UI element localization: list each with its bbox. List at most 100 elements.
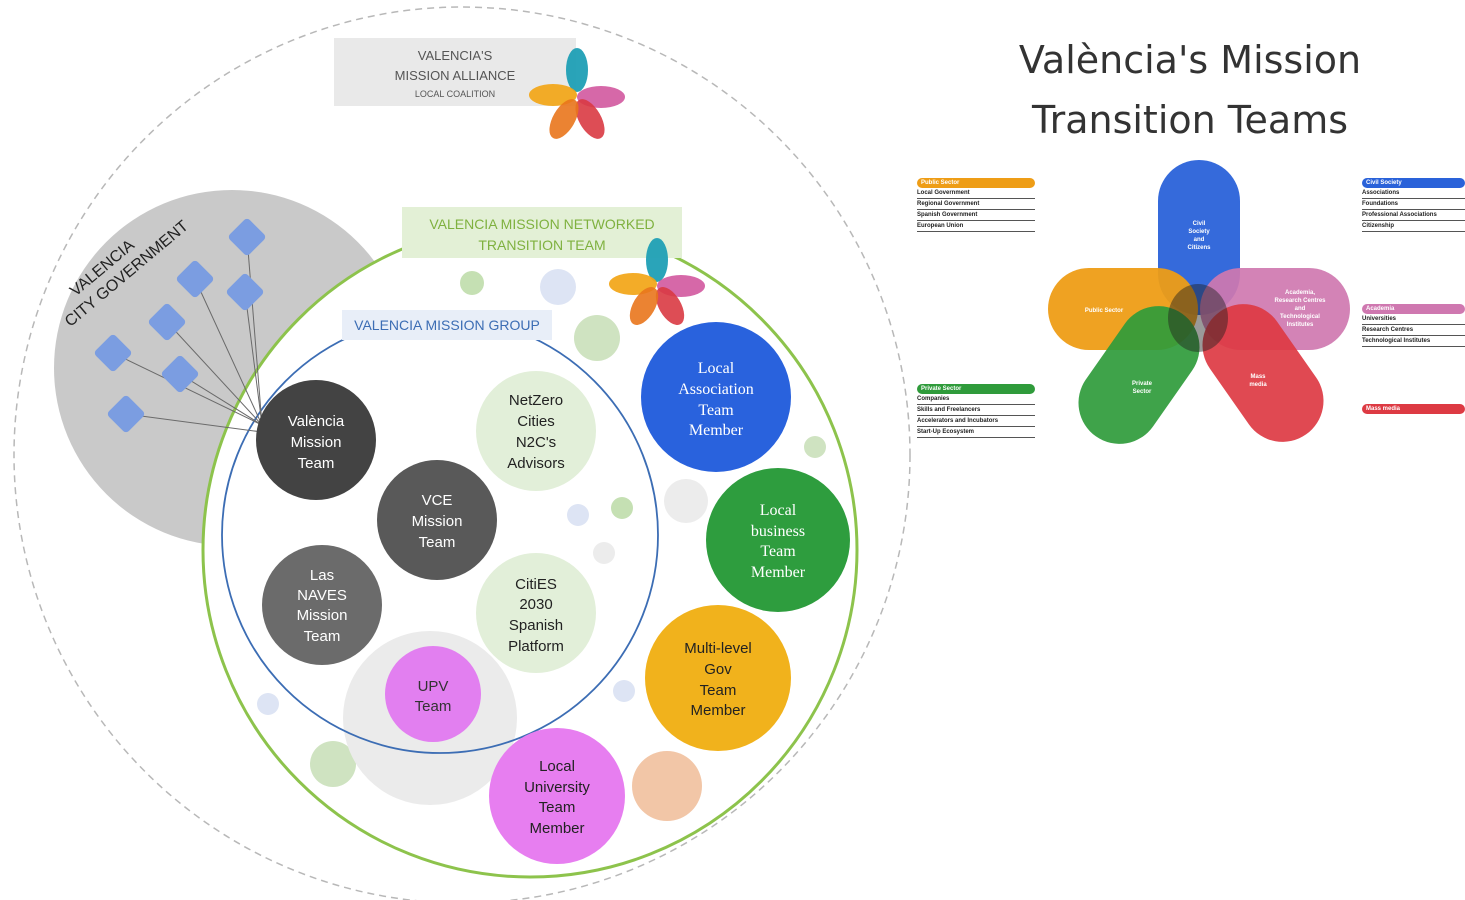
petal-label-line: Research Centres <box>1274 298 1326 304</box>
legend-mass-media: Mass media <box>1362 404 1465 414</box>
vce-node <box>377 460 497 580</box>
legend-item: Skills and Freelancers <box>917 405 1035 416</box>
legend-header: Civil Society <box>1362 178 1465 188</box>
connector-line <box>125 413 263 433</box>
node-label-line: Team <box>760 543 796 560</box>
media-petal-label: Mass media <box>1249 374 1267 388</box>
academia-petal-label: Academia, Research Centres and Technolog… <box>1274 290 1326 328</box>
petal-orange2 <box>549 99 579 139</box>
node-label-line: Advisors <box>507 455 565 472</box>
mission-group-label: VALENCIA MISSION GROUP <box>354 317 540 333</box>
government-departments <box>94 218 266 433</box>
petal-orange <box>529 84 577 106</box>
legend-item: Regional Government <box>917 199 1035 210</box>
flower-center <box>1168 284 1228 352</box>
bubble <box>804 436 826 458</box>
legend-item: Spanish Government <box>917 210 1035 221</box>
legend-item: Professional Associations <box>1362 210 1465 221</box>
petal-label-line: Private <box>1132 381 1153 387</box>
node-label-line: Team <box>698 402 734 419</box>
node-label-line: CitiES <box>515 576 557 593</box>
cities2030-label: CitiES 2030 Spanish Platform <box>508 576 564 655</box>
transition-teams-title: València's Mission Transition Teams <box>985 30 1395 150</box>
petal-label-line: Civil <box>1193 221 1206 227</box>
node-label-line: University <box>524 779 590 796</box>
petal-orange2 <box>629 287 659 325</box>
title-line1: València's Mission <box>1018 38 1362 82</box>
local-business-node <box>706 468 850 612</box>
legend-item: Local Government <box>917 188 1035 199</box>
node-label-line: Local <box>698 360 735 377</box>
legend-item: Foundations <box>1362 199 1465 210</box>
legend-item: Accelerators and Incubators <box>917 416 1035 427</box>
alliance-boundary <box>13 6 911 900</box>
private-petal-label: Private Sector <box>1132 381 1153 395</box>
connector-line <box>194 278 263 426</box>
bubble <box>613 680 635 702</box>
petal-label-line: Institutes <box>1287 322 1314 328</box>
department-diamond <box>228 218 266 256</box>
alliance-flower-logo <box>529 48 625 139</box>
bubble <box>257 693 279 715</box>
node-label-line: Las <box>310 567 334 584</box>
bubble <box>593 542 615 564</box>
node-label-line: Member <box>689 422 744 439</box>
bubble <box>460 271 484 295</box>
alliance-line2: MISSION ALLIANCE <box>395 68 516 83</box>
bubble <box>574 315 620 361</box>
legend-public-sector: Public Sector Local Government Regional … <box>917 178 1035 232</box>
upv-node <box>385 646 481 742</box>
local-association-label: Local Association Team Member <box>678 360 754 439</box>
node-label-line: Multi-level <box>684 640 752 657</box>
civil-petal-label: Civil Society and Citizens <box>1187 221 1211 251</box>
local-university-label: Local University Team Member <box>524 758 590 837</box>
node-label-line: Team <box>415 698 452 715</box>
public-petal-label: Public Sector <box>1085 308 1124 314</box>
legend-item: Companies <box>917 394 1035 405</box>
networked-team-line2: TRANSITION TEAM <box>478 237 605 253</box>
valencia-mission-team-node <box>256 380 376 500</box>
legend-header: Public Sector <box>917 178 1035 188</box>
las-naves-node <box>262 545 382 665</box>
connector-line <box>246 236 263 426</box>
legend-item: Citizenship <box>1362 221 1465 232</box>
private-sector-petal <box>1078 306 1200 444</box>
petal-label-line: media <box>1249 382 1267 388</box>
node-label-line: Team <box>419 534 456 551</box>
node-label-line: Association <box>678 381 754 398</box>
transition-teams-flower <box>1048 160 1350 444</box>
petal-label-line: Academia, <box>1285 290 1315 296</box>
connector-line <box>112 352 263 426</box>
node-label-line: Mission <box>291 434 342 451</box>
node-label-line: UPV <box>418 678 449 695</box>
mission-group-label-box <box>342 310 552 340</box>
department-diamond <box>107 395 145 433</box>
local-university-node <box>489 728 625 864</box>
node-label-line: Team <box>304 628 341 645</box>
title-line2: Transition Teams <box>1031 98 1349 142</box>
legend-header: Private Sector <box>917 384 1035 394</box>
connector-line <box>179 373 263 426</box>
petal-label-line: Technological <box>1280 314 1320 320</box>
alliance-line1: VALENCIA'S <box>418 48 493 63</box>
node-label-line: Mission <box>297 607 348 624</box>
government-connectors <box>112 236 263 433</box>
department-diamond <box>148 303 186 341</box>
bubble <box>567 504 589 526</box>
node-label-line: business <box>751 523 805 540</box>
bubble <box>632 751 702 821</box>
petal-red <box>655 287 685 325</box>
node-label-line: N2C's <box>516 434 556 451</box>
valencia-mission-team-label: València Mission Team <box>288 413 345 472</box>
legend-item: European Union <box>917 221 1035 232</box>
petal-label-line: Society <box>1188 229 1210 235</box>
vce-label: VCE Mission Team <box>412 492 463 551</box>
node-label-line: NetZero <box>509 392 563 409</box>
las-naves-label: Las NAVES Mission Team <box>297 567 348 645</box>
node-label-line: Team <box>700 682 737 699</box>
petal-label-line: Mass <box>1250 374 1266 380</box>
connector-line <box>166 321 263 426</box>
legend-item: Start-Up Ecosystem <box>917 427 1035 438</box>
node-label-line: Spanish <box>509 617 563 634</box>
